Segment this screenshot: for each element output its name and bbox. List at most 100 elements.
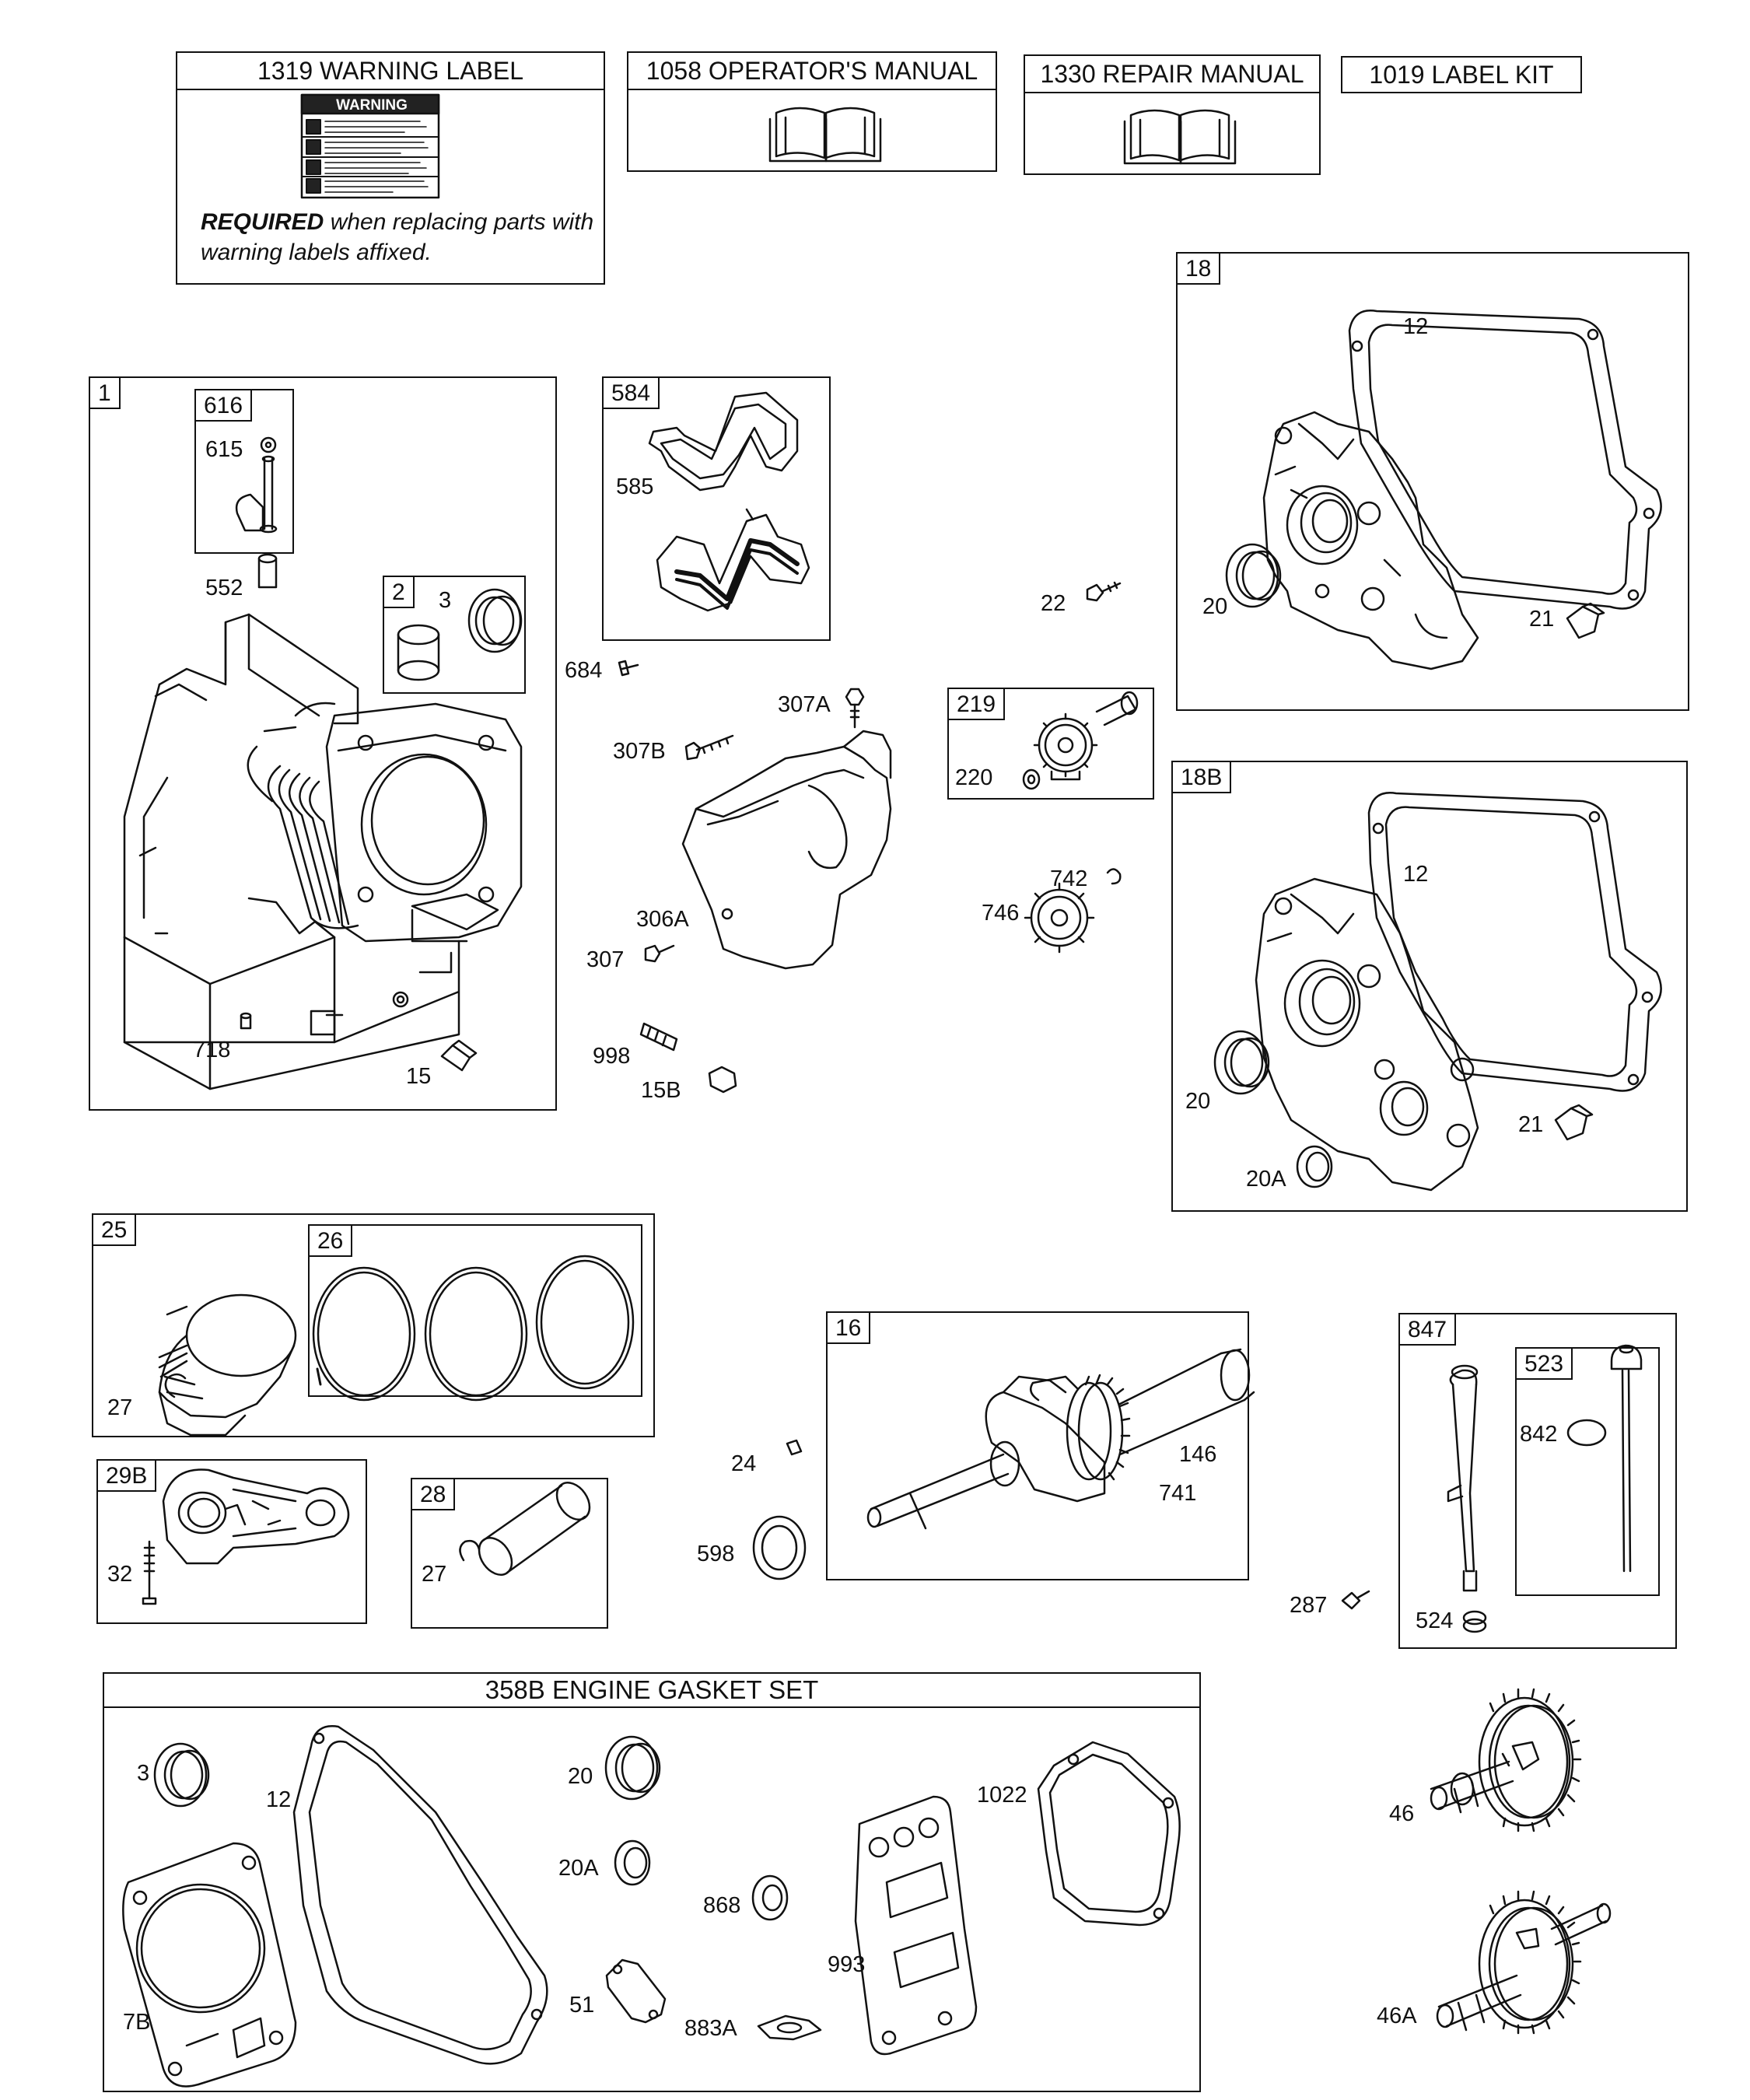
part-label-842: 842: [1520, 1422, 1558, 1447]
assembly-1-box: 1: [89, 376, 557, 1111]
gasket-label-3: 3: [137, 1761, 150, 1786]
piston-icon: [158, 1293, 297, 1437]
part-label-146: 146: [1179, 1442, 1217, 1467]
assembly-16-tag: 16: [826, 1311, 871, 1344]
connecting-rod-icon: [162, 1468, 350, 1565]
gasket-label-51: 51: [569, 1993, 595, 2018]
part-label-46: 46: [1389, 1801, 1415, 1826]
assembly-28-tag: 28: [411, 1478, 456, 1510]
assembly-25-box: 25: [92, 1213, 655, 1437]
part-label-287: 287: [1290, 1593, 1328, 1618]
assembly-29B-tag: 29B: [96, 1459, 157, 1492]
idler-gear-icon: [1022, 691, 1139, 790]
part-label-585: 585: [616, 474, 654, 499]
part-label-307A: 307A: [778, 692, 831, 717]
part-label-3: 3: [439, 588, 452, 613]
gasket-label-993: 993: [828, 1952, 866, 1977]
gasket-label-20A: 20A: [558, 1856, 599, 1881]
assembly-616-tag: 616: [194, 389, 253, 422]
warning-required-note: REQUIRED when replacing parts with warni…: [201, 207, 605, 268]
warning-sticker-icon: [300, 93, 440, 199]
crankcase-cover-18B-icon: [1255, 877, 1479, 1192]
part-label-307: 307: [586, 947, 625, 972]
dipstick-icon: [1610, 1344, 1643, 1573]
breather-gasket-icon: [648, 391, 810, 612]
gasket-label-883A: 883A: [684, 2016, 737, 2041]
gasket-12-icon: [292, 1725, 548, 2065]
part-label-741: 741: [1159, 1481, 1197, 1506]
gasket-18-icon: [1348, 310, 1662, 610]
dowel-552-icon: [257, 553, 278, 589]
head-gasket-7B-icon: [122, 1842, 297, 2088]
part-label-684: 684: [565, 658, 603, 683]
part-label-15: 15: [406, 1064, 432, 1089]
part-label-220: 220: [955, 765, 993, 790]
required-note-text: when replacing parts with warning labels…: [201, 209, 594, 265]
plug-18B-21-icon: [1554, 1104, 1594, 1141]
wrist-pin-icon: [478, 1482, 591, 1576]
assembly-523-tag: 523: [1515, 1347, 1573, 1380]
part-label-307B: 307B: [613, 739, 666, 764]
gasket-seal-20-icon: [604, 1735, 661, 1801]
label-kit-box: 1019 LABEL KIT: [1341, 56, 1582, 93]
part-label-718: 718: [193, 1038, 231, 1062]
gasket-label-1022: 1022: [977, 1783, 1027, 1808]
screw-307A-icon: [845, 688, 865, 729]
gasket-label-12: 12: [266, 1787, 292, 1812]
part-label-27-piston: 27: [107, 1395, 133, 1420]
part-label-27-pin: 27: [422, 1562, 447, 1587]
assembly-2-box: 2: [383, 576, 526, 694]
gasket-label-20: 20: [568, 1764, 593, 1789]
crankcase-cover-18-icon: [1262, 411, 1479, 670]
part-label-24: 24: [731, 1451, 757, 1476]
part-label-18-12: 12: [1403, 314, 1429, 339]
seal-18B-20A-icon: [1296, 1145, 1333, 1188]
warning-label-box: 1319 WARNING LABEL WARNING REQUIRED when…: [176, 51, 605, 285]
required-word: REQUIRED: [201, 209, 324, 235]
assembly-16-box: 16: [826, 1311, 1249, 1580]
assembly-2-tag: 2: [383, 576, 415, 608]
camshaft-46-icon: [1430, 1688, 1582, 1832]
gasket-993-icon: [854, 1795, 978, 2056]
part-label-22: 22: [1041, 591, 1066, 616]
assembly-28-box: 28: [411, 1478, 608, 1629]
gasket-set-title: 358B ENGINE GASKET SET: [104, 1674, 1199, 1708]
assembly-18B-tag: 18B: [1171, 761, 1232, 793]
part-label-18B-21: 21: [1518, 1112, 1544, 1137]
part-label-306A: 306A: [636, 907, 689, 932]
part-label-18B-12: 12: [1403, 862, 1429, 887]
retaining-ring-27-icon: [164, 1373, 187, 1398]
assembly-1-tag: 1: [89, 376, 121, 409]
part-label-18B-20A: 20A: [1246, 1167, 1286, 1192]
rod-bolt-32-icon: [142, 1540, 157, 1605]
assembly-26-box: 26: [308, 1224, 642, 1397]
repair-manual-box: 1330 REPAIR MANUAL: [1024, 54, 1321, 175]
gasket-label-7B: 7B: [123, 2010, 151, 2035]
assembly-584-tag: 584: [602, 376, 660, 409]
breather-tube-icon: [235, 436, 278, 534]
operators-manual-title: 1058 OPERATOR'S MANUAL: [628, 53, 996, 90]
part-label-18B-20: 20: [1185, 1089, 1211, 1114]
part-label-552: 552: [205, 576, 243, 600]
part-label-746: 746: [982, 901, 1020, 926]
assembly-847-tag: 847: [1398, 1313, 1457, 1346]
gasket-seal-868-icon: [751, 1874, 789, 1921]
part-label-742: 742: [1050, 866, 1088, 891]
repair-manual-title: 1330 REPAIR MANUAL: [1025, 56, 1319, 93]
bolt-22-icon: [1086, 581, 1122, 602]
retaining-ring-27b-icon: [459, 1539, 481, 1562]
operators-manual-book-icon: [768, 107, 882, 163]
part-label-598: 598: [697, 1542, 735, 1566]
assembly-523-box: 523: [1515, 1347, 1660, 1596]
gasket-883A-icon: [757, 2014, 822, 2041]
part-label-615: 615: [205, 437, 243, 462]
screw-684-icon: [618, 660, 639, 677]
warning-label-title: 1319 WARNING LABEL: [177, 53, 604, 90]
part-label-998: 998: [593, 1044, 631, 1069]
assembly-25-tag: 25: [92, 1213, 137, 1246]
screw-307-icon: [644, 944, 675, 963]
assembly-847-box: 847: [1398, 1313, 1677, 1649]
seal-18B-20-icon: [1213, 1030, 1270, 1095]
stud-998-icon: [639, 1022, 678, 1052]
